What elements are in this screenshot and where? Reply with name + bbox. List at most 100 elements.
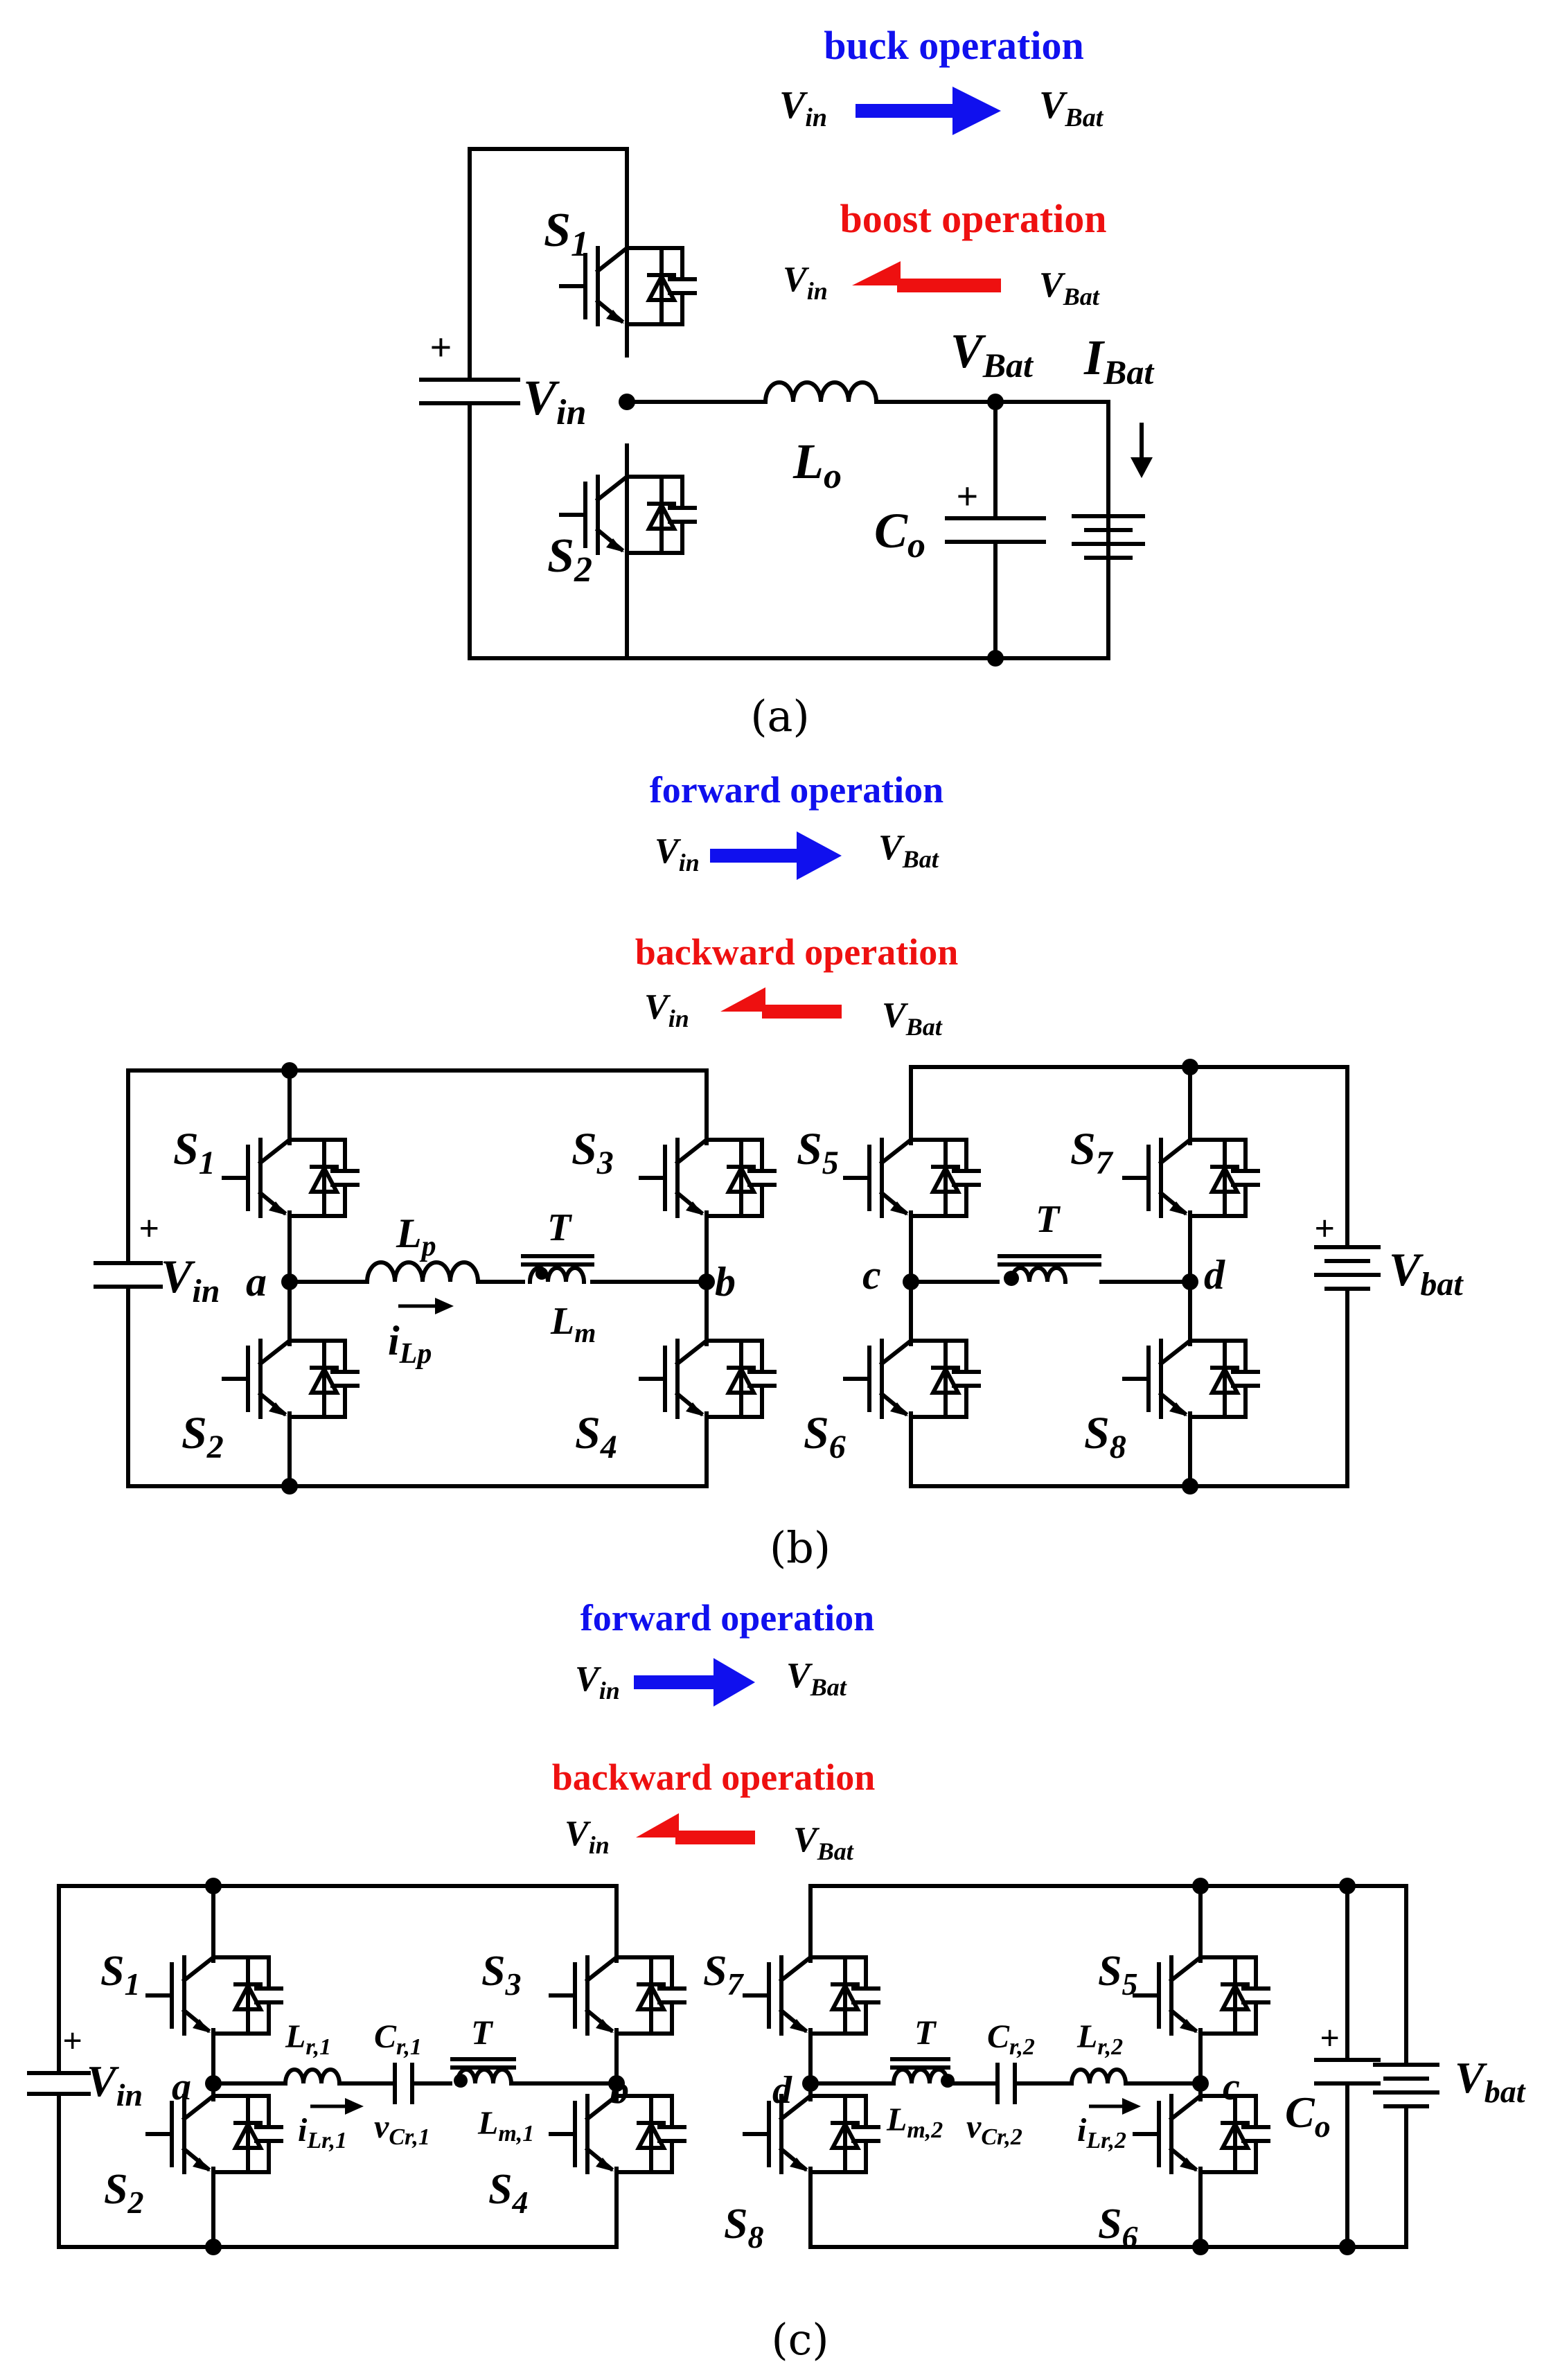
battery-b bbox=[1314, 1245, 1381, 1308]
legend-a-forward-title: buck operation bbox=[824, 23, 1083, 68]
capacitor-co-a bbox=[945, 516, 1046, 544]
label-s3-c: S3 bbox=[481, 1948, 521, 2002]
label-vin-b: Vin bbox=[161, 1250, 220, 1310]
node-b-b: b bbox=[715, 1259, 736, 1305]
panel-a: buck operation Vin VBat boost operation … bbox=[419, 23, 1155, 741]
legend-a-forward-source: Vin bbox=[779, 84, 827, 132]
label-lo-a: Lo bbox=[792, 434, 842, 496]
switch-s7-b bbox=[1124, 1109, 1258, 1247]
vin-capacitor-c bbox=[27, 2056, 91, 2112]
panel-c: forward operation Vin VBat backward oper… bbox=[27, 1597, 1526, 2365]
switch-s2-b bbox=[224, 1310, 357, 1448]
label-s7-c: S7 bbox=[703, 1948, 744, 2002]
legend-b-backward-title: backward operation bbox=[635, 931, 959, 973]
switch-s1-b bbox=[224, 1109, 357, 1247]
switch-s6-b bbox=[845, 1310, 979, 1448]
ilr2-arrow-c bbox=[1089, 2098, 1141, 2115]
legend-c-backward-target: VBat bbox=[793, 1820, 854, 1865]
label-s1-c: S1 bbox=[100, 1948, 140, 2002]
legend-a-backward-title: boost operation bbox=[840, 196, 1106, 241]
node-b-c: b bbox=[610, 2069, 629, 2112]
label-s6-b: S6 bbox=[804, 1408, 846, 1465]
legend-c-backward-source: Vin bbox=[565, 1814, 610, 1859]
label-s1-b: S1 bbox=[173, 1124, 215, 1181]
label-lm1-c: Lm,1 bbox=[477, 2105, 534, 2147]
switch-s8-b bbox=[1124, 1310, 1258, 1448]
capacitor-cr2-c bbox=[995, 2063, 1017, 2104]
label-cr1-c: Cr,1 bbox=[374, 2018, 422, 2060]
label-lr1-c: Lr,1 bbox=[285, 2018, 331, 2060]
label-ibat-a: IBat bbox=[1083, 330, 1155, 391]
legend-a-backward-arrow bbox=[852, 261, 901, 310]
inductor-lr1-c bbox=[285, 2070, 339, 2083]
panel-b: forward operation Vin VBat backward oper… bbox=[94, 769, 1464, 1573]
labels-c: S1 S2 S3 S4 S7 S8 S5 S6 + Vin a b d c Lr… bbox=[62, 1948, 1526, 2255]
legend-c-backward-title: backward operation bbox=[552, 1756, 876, 1798]
labels-a: S1 S2 + Vin Lo VBat IBat + Co bbox=[429, 204, 1155, 590]
plus-c-vin: + bbox=[62, 2021, 82, 2060]
label-s8-c: S8 bbox=[724, 2201, 763, 2255]
plus-a-vin: + bbox=[429, 326, 452, 369]
label-ilp-b: iLp bbox=[388, 1318, 432, 1370]
ilp-arrow-b bbox=[398, 1298, 454, 1314]
vin-capacitor-a bbox=[419, 344, 520, 439]
label-lm-b: Lm bbox=[550, 1300, 596, 1348]
ilr1-arrow-c bbox=[310, 2098, 364, 2115]
label-s1-a: S1 bbox=[544, 204, 589, 264]
node-c-b: c bbox=[862, 1252, 881, 1298]
legend-a-backward-source: Vin bbox=[783, 260, 828, 305]
inductor-lp-b bbox=[367, 1262, 478, 1282]
plus-a-co: + bbox=[956, 475, 978, 518]
legend-c-forward-target: VBat bbox=[786, 1656, 847, 1701]
label-s2-a: S2 bbox=[547, 529, 592, 590]
node-a-b: a bbox=[246, 1259, 267, 1305]
legend-b-forward-target: VBat bbox=[878, 828, 939, 873]
label-vin-c: Vin bbox=[87, 2056, 143, 2113]
label-s5-b: S5 bbox=[797, 1124, 839, 1181]
label-vbat-b: Vbat bbox=[1389, 1243, 1464, 1303]
legend-c: forward operation Vin VBat backward oper… bbox=[552, 1597, 876, 1865]
plus-c-co: + bbox=[1320, 2018, 1340, 2057]
switch-s5-b bbox=[845, 1109, 979, 1247]
battery-c bbox=[1373, 2063, 1439, 2115]
switch-s5-c bbox=[1135, 1926, 1268, 2065]
labels-b: S1 S2 S3 S4 S5 S6 S7 S8 + Vin a b c d Lp… bbox=[139, 1124, 1464, 1465]
label-s4-b: S4 bbox=[575, 1408, 617, 1465]
capacitor-cr1-c bbox=[393, 2063, 414, 2104]
switch-s3-c bbox=[551, 1926, 684, 2065]
label-s2-b: S2 bbox=[181, 1408, 224, 1465]
label-vbat-c: Vbat bbox=[1455, 2053, 1526, 2109]
node-c-c: c bbox=[1223, 2065, 1240, 2108]
label-vin-a: Vin bbox=[523, 370, 586, 432]
legend-b-forward-title: forward operation bbox=[650, 769, 943, 811]
legend-c-forward-title: forward operation bbox=[580, 1597, 874, 1639]
switch-s7-c bbox=[745, 1926, 878, 2065]
vin-capacitor-b bbox=[94, 1246, 163, 1303]
caption-c: (c) bbox=[771, 2314, 828, 2365]
inductor-lr2-c bbox=[1072, 2070, 1126, 2083]
circuit-b-right-wires bbox=[909, 1065, 1349, 1488]
legend-c-forward-source: Vin bbox=[575, 1659, 620, 1704]
legend-c-backward-arrow bbox=[636, 1813, 679, 1862]
label-t-left-c: T bbox=[471, 2013, 494, 2052]
label-co-c: Co bbox=[1285, 2088, 1331, 2144]
switch-s3-b bbox=[641, 1109, 774, 1247]
node-d-b: d bbox=[1204, 1252, 1225, 1298]
label-vcr2-c: vCr,2 bbox=[966, 2108, 1022, 2150]
switch-s1-c bbox=[148, 1926, 281, 2065]
label-cr2-c: Cr,2 bbox=[987, 2018, 1035, 2060]
legend-a-backward-target: VBat bbox=[1039, 265, 1100, 310]
legend-b-backward-target: VBat bbox=[882, 996, 943, 1041]
caption-a: (a) bbox=[750, 691, 809, 741]
label-t-right-c: T bbox=[914, 2013, 937, 2052]
label-co-a: Co bbox=[874, 503, 925, 565]
label-s2-c: S2 bbox=[104, 2166, 143, 2220]
label-s3-b: S3 bbox=[571, 1124, 614, 1181]
label-s8-b: S8 bbox=[1084, 1408, 1126, 1465]
label-s4-c: S4 bbox=[488, 2166, 528, 2220]
transformer-t-right-c bbox=[890, 2057, 955, 2088]
label-lr2-c: Lr,2 bbox=[1076, 2018, 1123, 2060]
label-s7-b: S7 bbox=[1070, 1124, 1114, 1181]
label-t-right-b: T bbox=[1036, 1198, 1061, 1241]
